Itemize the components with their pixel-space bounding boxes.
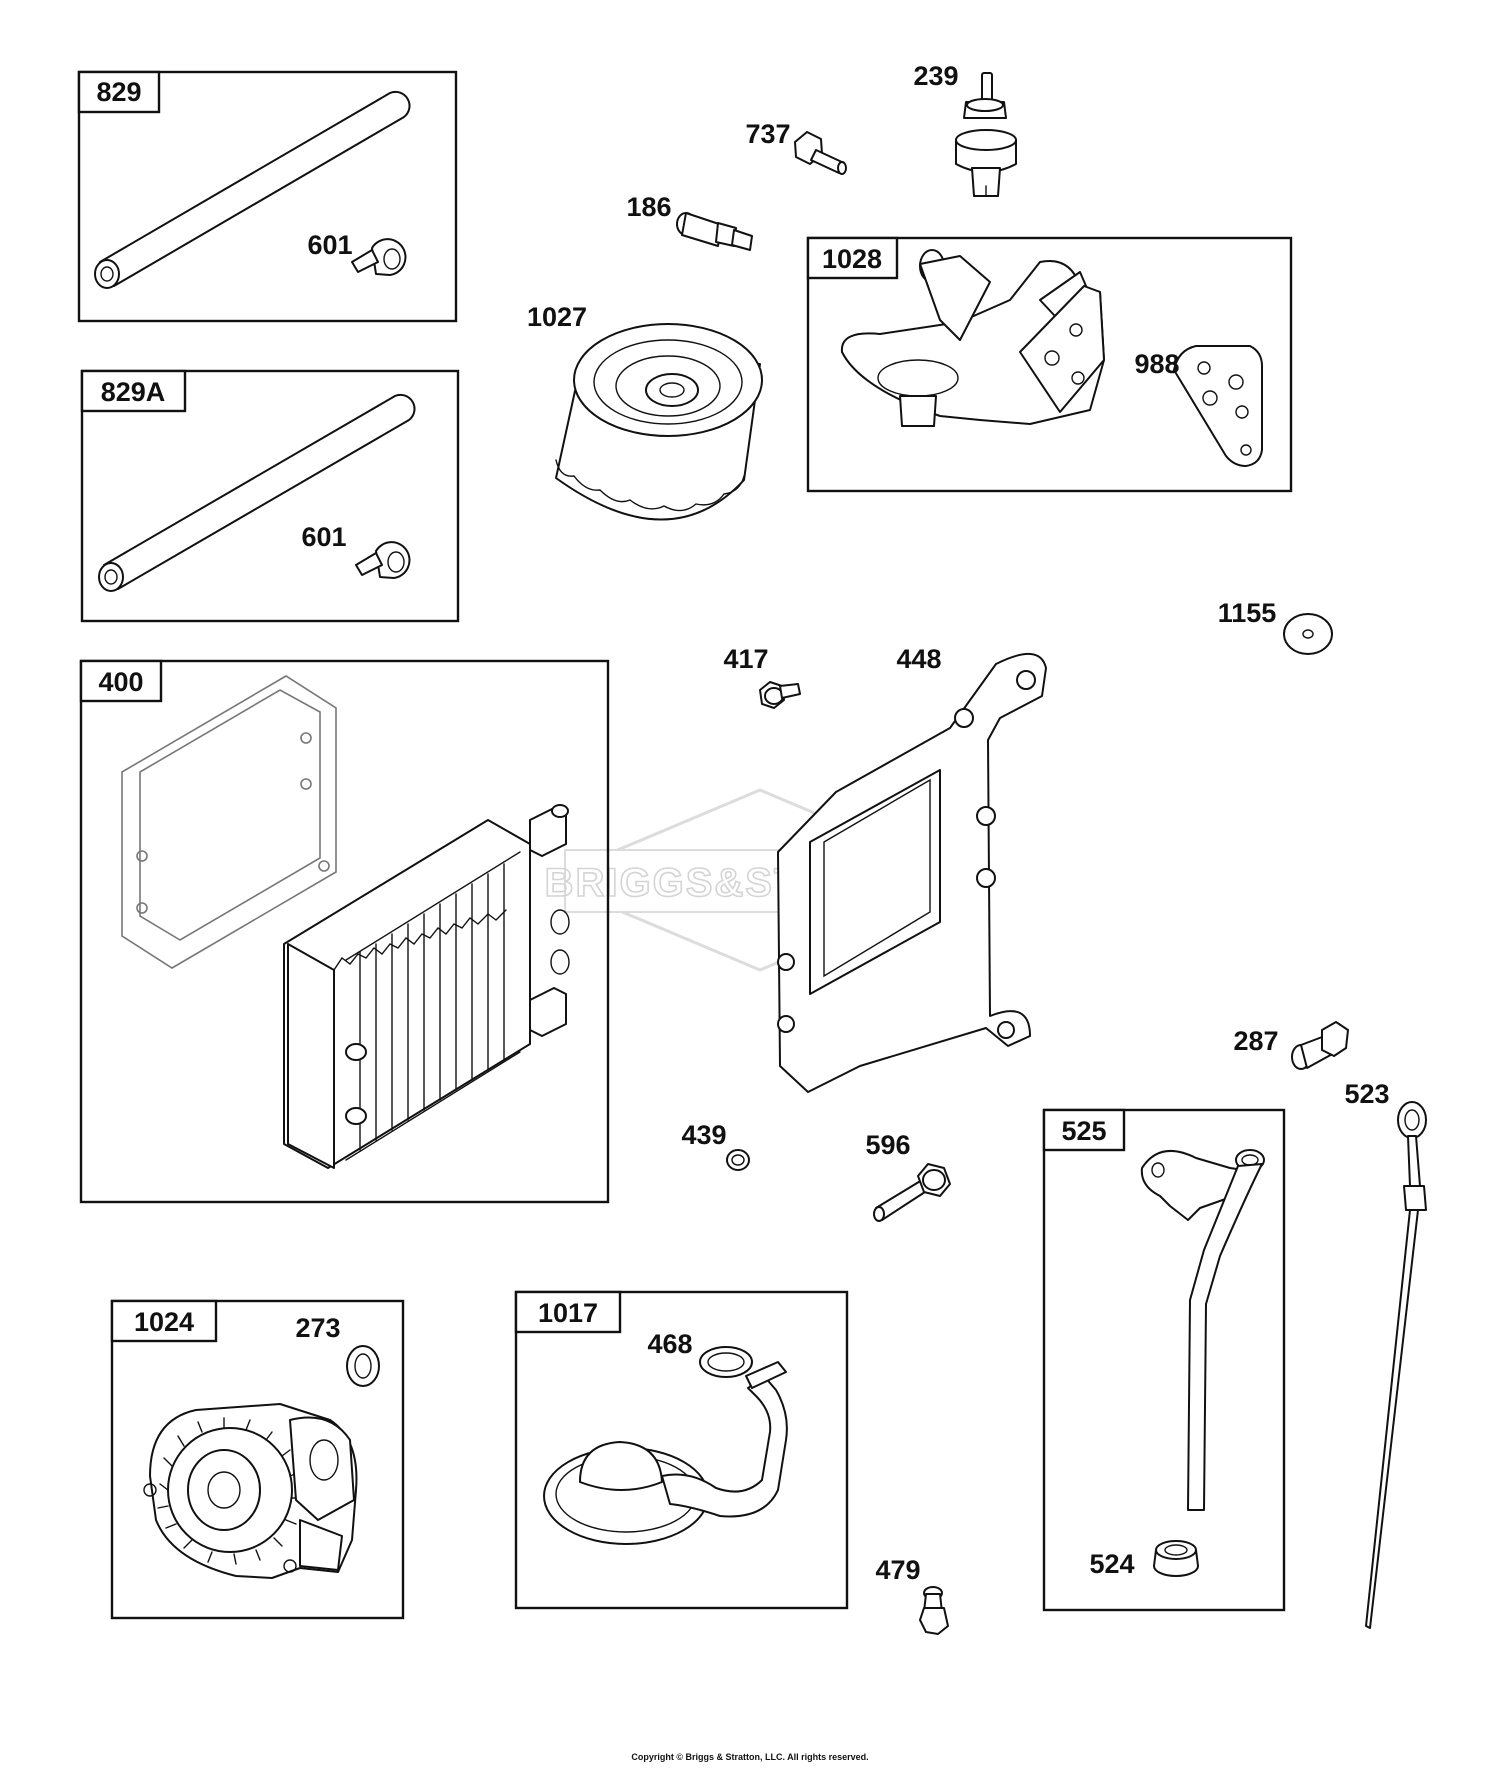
part-1155-group[interactable]: 1155 xyxy=(1218,598,1333,655)
dipstick-tube[interactable] xyxy=(1140,1149,1265,1511)
screw-737[interactable] xyxy=(794,131,847,175)
oil-hose-829[interactable] xyxy=(94,90,411,289)
kit-525-frame xyxy=(1042,1108,1286,1612)
part-287-group[interactable]: 287 xyxy=(1233,1021,1349,1070)
part-988-label: 988 xyxy=(1134,349,1179,379)
kit-1017-label: 1017 xyxy=(538,1298,598,1328)
kit-1017-group[interactable]: 1017 468 xyxy=(514,1290,849,1610)
bolt-479[interactable] xyxy=(919,1586,949,1635)
part-601-label-a: 601 xyxy=(307,230,352,260)
part-479-group[interactable]: 479 xyxy=(875,1555,949,1635)
part-439-label: 439 xyxy=(681,1120,726,1150)
part-287-label: 287 xyxy=(1233,1026,1278,1056)
kit-400-label: 400 xyxy=(98,667,143,697)
kit-525-group[interactable]: 525 524 xyxy=(1042,1108,1286,1612)
washer-1155[interactable] xyxy=(1283,613,1333,655)
oil-filter-adapter[interactable] xyxy=(840,249,1105,427)
dipstick-523[interactable] xyxy=(1365,1101,1427,1629)
kit-400-frame xyxy=(79,659,610,1204)
cooler-mounting-bracket[interactable] xyxy=(777,652,1047,1093)
part-417-group[interactable]: 417 xyxy=(723,644,801,709)
kit-400-tag xyxy=(79,659,163,703)
kit-1024-label: 1024 xyxy=(134,1307,194,1337)
part-523-group[interactable]: 523 xyxy=(1344,1079,1427,1629)
part-468-label: 468 xyxy=(647,1329,692,1359)
part-439-group[interactable]: 439 xyxy=(681,1120,750,1171)
kit-829a-label: 829A xyxy=(101,377,166,407)
part-596-group[interactable]: 596 xyxy=(865,1130,951,1222)
oil-cooler[interactable] xyxy=(283,804,570,1169)
kit-1028-label: 1028 xyxy=(822,244,882,274)
kit-829-tag xyxy=(77,70,161,114)
kit-1028-frame xyxy=(806,236,1293,493)
cooler-bracket-ghost xyxy=(121,675,337,969)
oil-filter-1027[interactable] xyxy=(555,323,763,521)
kit-829a-group[interactable]: 829A 601 xyxy=(80,369,460,623)
part-737-label: 737 xyxy=(745,119,790,149)
gasket-988[interactable] xyxy=(1173,345,1263,467)
kit-829-frame xyxy=(77,70,458,323)
part-737-group[interactable]: 737 xyxy=(745,119,847,175)
part-448-label: 448 xyxy=(896,644,941,674)
kit-1017-tag xyxy=(514,1290,622,1334)
kit-829a-tag xyxy=(80,369,187,413)
grommet-524[interactable] xyxy=(1153,1540,1199,1577)
bolt-287[interactable] xyxy=(1291,1021,1349,1070)
part-523-label: 523 xyxy=(1344,1079,1389,1109)
part-417-label: 417 xyxy=(723,644,768,674)
part-239-group[interactable]: 239 xyxy=(913,61,1017,197)
hose-clamp-601-a[interactable] xyxy=(351,238,407,276)
part-186-group[interactable]: 186 xyxy=(626,192,753,251)
kit-400-group[interactable]: 400 xyxy=(79,659,610,1204)
hose-clamp-601-b[interactable] xyxy=(355,541,411,579)
oil-pickup-screen[interactable] xyxy=(543,1361,788,1545)
kit-525-tag xyxy=(1042,1108,1126,1152)
part-479-label: 479 xyxy=(875,1555,920,1585)
part-1155-label: 1155 xyxy=(1218,598,1277,628)
copyright-notice: Copyright © Briggs & Stratton, LLC. All … xyxy=(631,1752,869,1762)
kit-1024-frame xyxy=(110,1299,405,1620)
part-524-label: 524 xyxy=(1089,1549,1134,1579)
kit-1024-tag xyxy=(110,1299,218,1343)
oring-468[interactable] xyxy=(699,1346,753,1378)
oring-273[interactable] xyxy=(346,1345,380,1387)
kit-1028-tag xyxy=(806,236,899,280)
fitting-186[interactable] xyxy=(676,212,753,251)
kit-525-label: 525 xyxy=(1061,1116,1106,1146)
kit-1017-frame xyxy=(514,1290,849,1610)
oil-hose-829a[interactable] xyxy=(98,393,416,592)
oil-pressure-switch[interactable] xyxy=(955,72,1017,197)
part-1027-group[interactable]: 1027 xyxy=(527,302,763,521)
part-601-label-b: 601 xyxy=(301,522,346,552)
part-448-group[interactable]: 448 xyxy=(777,644,1047,1093)
part-1027-label: 1027 xyxy=(527,302,587,332)
part-273-label: 273 xyxy=(295,1313,340,1343)
kit-829-label: 829 xyxy=(96,77,141,107)
part-596-label: 596 xyxy=(865,1130,910,1160)
bolt-596[interactable] xyxy=(873,1163,951,1222)
oil-pump-assembly[interactable] xyxy=(143,1403,358,1579)
part-186-label: 186 xyxy=(626,192,671,222)
oring-439[interactable] xyxy=(726,1149,750,1171)
bolt-417[interactable] xyxy=(759,681,801,709)
kit-829-group[interactable]: 829 601 xyxy=(77,70,458,323)
kit-1028-group[interactable]: 1028 988 xyxy=(806,236,1293,493)
kit-1024-group[interactable]: 1024 273 xyxy=(110,1299,405,1620)
kit-829a-frame xyxy=(80,369,460,623)
part-239-label: 239 xyxy=(913,61,958,91)
